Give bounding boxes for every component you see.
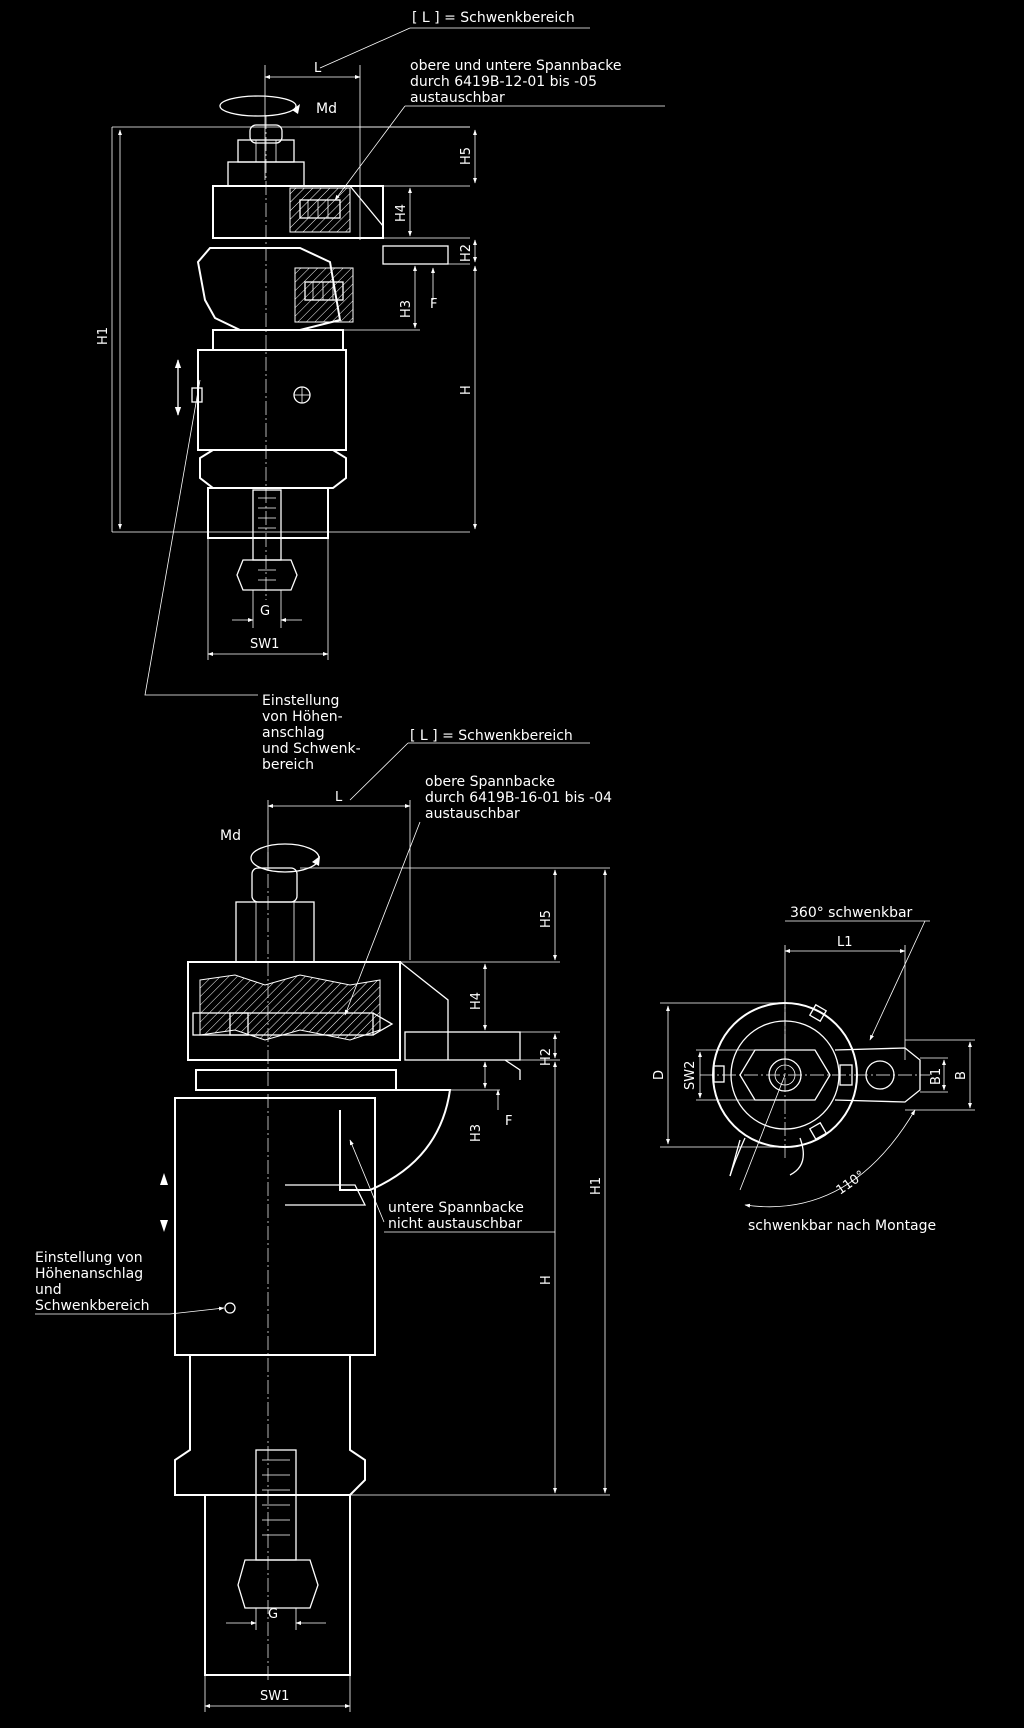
- top-jaw-note: obere und untere Spannbacke durch 6419B-…: [334, 58, 665, 201]
- top-jaw-note-line1: obere und untere Spannbacke: [410, 58, 622, 74]
- bottom-dim-G: G: [226, 1607, 326, 1630]
- plan-dim-L1-label: L1: [837, 935, 853, 950]
- top-dim-SW1: SW1: [207, 538, 329, 660]
- plan-rotate-note: 360° schwenkbar: [785, 905, 930, 1041]
- plan-view: 360° schwenkbar L1: [652, 905, 975, 1234]
- bottom-lower-jaw-note-line2: nicht austauschbar: [388, 1216, 522, 1232]
- bottom-torque-symbol: Md: [220, 828, 320, 873]
- bottom-right-dims: H5 H4 H2 H3 F H H1: [300, 867, 610, 1496]
- plan-dim-B: B1 B: [905, 1039, 975, 1111]
- bottom-adjust-note-line3: und: [35, 1282, 62, 1298]
- plan-dim-L1: L1: [784, 935, 906, 1060]
- top-adjust-note-line3: anschlag: [262, 725, 325, 741]
- top-torque-symbol: Md: [219, 95, 337, 117]
- bottom-dim-SW1: SW1: [204, 1675, 351, 1712]
- top-clamp-body: [174, 115, 449, 600]
- plan-after-mount-note: schwenkbar nach Montage: [748, 1218, 936, 1234]
- plan-dim-SW2: SW2: [683, 1049, 755, 1101]
- bottom-force-F-label: F: [505, 1114, 512, 1129]
- plan-disc: 110°: [700, 990, 930, 1208]
- bottom-dim-SW1-label: SW1: [260, 1689, 289, 1704]
- top-right-dims: H5 H4 H2 H3 F H: [300, 126, 477, 530]
- plan-rotate-note-label: 360° schwenkbar: [790, 905, 913, 921]
- top-adjust-note-line5: bereich: [262, 757, 314, 773]
- bottom-jaw-note-line2: durch 6419B-16-01 bis -04: [425, 790, 612, 806]
- bottom-jaw-note-line1: obere Spannbacke: [425, 774, 555, 790]
- bottom-lower-jaw-note: untere Spannbacke nicht austauschbar: [349, 1139, 555, 1233]
- bottom-lower-jaw-note-line1: untere Spannbacke: [388, 1200, 524, 1216]
- top-dim-L-label: L: [314, 61, 322, 76]
- top-dim-H3-label: H3: [399, 300, 414, 318]
- plan-angle-label: 110°: [834, 1168, 868, 1198]
- top-adjust-note-line2: von Höhen-: [262, 709, 343, 725]
- plan-dim-D: D: [652, 1002, 785, 1148]
- plan-dim-B-label: B: [954, 1071, 969, 1080]
- top-force-F-label: F: [430, 297, 437, 312]
- top-torque-label: Md: [316, 101, 337, 117]
- bottom-adjust-note: Einstellung von Höhenanschlag und Schwen…: [35, 1250, 225, 1315]
- top-adjust-note-line1: Einstellung: [262, 693, 339, 709]
- bottom-adjust-note-line2: Höhenanschlag: [35, 1266, 143, 1282]
- top-swing-range-label: [ L ] = Schwenkbereich: [412, 10, 575, 26]
- top-dim-H-label: H: [459, 385, 474, 395]
- bottom-dim-H2-label: H2: [539, 1048, 554, 1066]
- top-jaw-note-line2: durch 6419B-12-01 bis -05: [410, 74, 597, 90]
- bottom-adjust-note-line1: Einstellung von: [35, 1250, 143, 1266]
- top-view: [ L ] = Schwenkbereich L obere und unter…: [96, 10, 665, 773]
- bottom-jaw-note: obere Spannbacke durch 6419B-16-01 bis -…: [344, 774, 612, 1016]
- top-dim-G-label: G: [260, 604, 270, 619]
- top-dim-L: L: [264, 61, 361, 240]
- top-dim-G: G: [232, 590, 302, 628]
- bottom-adjust-note-line4: Schwenkbereich: [35, 1298, 150, 1314]
- top-jaw-note-line3: austauschbar: [410, 90, 505, 106]
- top-dim-SW1-label: SW1: [250, 637, 279, 652]
- bottom-clamp-body: [160, 830, 521, 1680]
- top-dim-H1-label: H1: [96, 327, 111, 345]
- top-dim-H4-label: H4: [394, 204, 409, 222]
- bottom-dim-H1-label: H1: [589, 1177, 604, 1195]
- bottom-swing-range-label: [ L ] = Schwenkbereich: [410, 728, 573, 744]
- plan-dim-SW2-label: SW2: [683, 1061, 698, 1090]
- top-dim-H2-label: H2: [459, 244, 474, 262]
- bottom-swing-range-leader: [ L ] = Schwenkbereich: [349, 728, 590, 801]
- top-adjust-note-line4: und Schwenk-: [262, 741, 361, 757]
- bottom-view: [ L ] = Schwenkbereich L obere Spannback…: [35, 728, 612, 1712]
- bottom-dim-G-label: G: [268, 1607, 278, 1622]
- bottom-dim-H-label: H: [539, 1275, 554, 1285]
- bottom-dim-H3-label: H3: [469, 1124, 484, 1142]
- plan-dim-B1-label: B1: [929, 1068, 944, 1085]
- top-dim-H5-label: H5: [459, 147, 474, 165]
- bottom-torque-label: Md: [220, 828, 241, 844]
- bottom-dim-L-label: L: [335, 790, 343, 805]
- top-swing-range-leader: [ L ] = Schwenkbereich: [319, 10, 590, 69]
- bottom-dim-L: L: [267, 790, 411, 960]
- bottom-dim-H4-label: H4: [469, 992, 484, 1010]
- bottom-jaw-note-line3: austauschbar: [425, 806, 520, 822]
- top-adjust-note: Einstellung von Höhen- anschlag und Schw…: [144, 379, 361, 773]
- bottom-dim-H5-label: H5: [539, 910, 554, 928]
- plan-dim-D-label: D: [652, 1070, 667, 1080]
